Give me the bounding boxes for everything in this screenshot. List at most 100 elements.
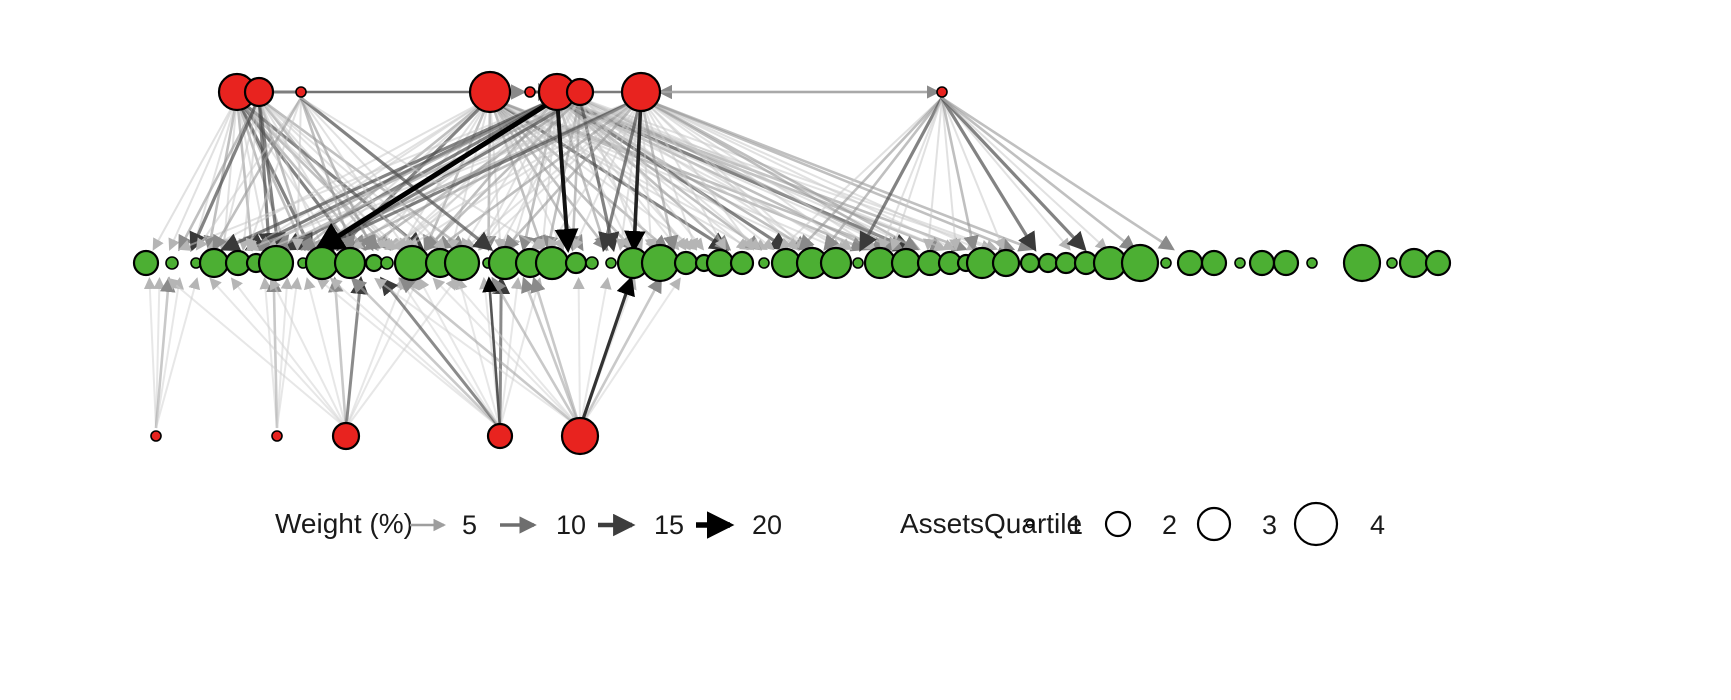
graph-edge — [345, 277, 420, 429]
graph-edge — [218, 97, 238, 251]
graph-node-middle[interactable] — [443, 244, 481, 282]
graph-node-middle[interactable] — [1200, 249, 1228, 277]
graph-node-middle[interactable] — [364, 253, 384, 273]
graph-node-middle[interactable] — [1019, 252, 1041, 274]
graph-node-middle[interactable] — [1306, 257, 1318, 269]
graph-node-middle[interactable] — [534, 245, 570, 281]
graph-node-middle[interactable] — [819, 246, 853, 280]
graph-edge — [556, 96, 790, 251]
graph-node-top[interactable] — [295, 86, 307, 98]
graph-edge — [350, 277, 501, 429]
graph-node-bottom[interactable] — [271, 430, 283, 442]
graph-edge — [640, 97, 657, 251]
graph-edge — [615, 97, 642, 251]
graph-edge — [300, 96, 494, 251]
graph-node-middle[interactable] — [1176, 249, 1204, 277]
graph-node-middle[interactable] — [1120, 243, 1160, 283]
graph-edge — [579, 97, 921, 251]
graph-node-middle[interactable] — [640, 243, 680, 283]
graph-node-middle[interactable] — [605, 257, 617, 269]
graph-edge — [379, 276, 502, 429]
graph-node-middle[interactable] — [1424, 249, 1452, 277]
graph-node-middle[interactable] — [890, 247, 922, 279]
graph-edge — [941, 96, 1175, 251]
graph-node-bottom[interactable] — [331, 421, 361, 451]
legend-assets-label: 4 — [1370, 510, 1385, 540]
graph-edge — [640, 97, 980, 251]
graph-node-middle[interactable] — [1386, 257, 1398, 269]
graph-node-middle[interactable] — [673, 250, 699, 276]
graph-node-middle[interactable] — [729, 250, 755, 276]
graph-edge — [384, 97, 642, 251]
graph-node-middle[interactable] — [564, 251, 588, 275]
graph-node-middle[interactable] — [380, 256, 394, 270]
edges-layer — [143, 83, 1175, 429]
graph-node-middle[interactable] — [393, 244, 431, 282]
graph-edge — [398, 277, 501, 429]
graph-node-bottom[interactable] — [560, 416, 600, 456]
graph-edge — [276, 277, 302, 429]
graph-node-top[interactable] — [524, 86, 536, 98]
graph-node-middle[interactable] — [165, 256, 179, 270]
graph-node-top[interactable] — [936, 86, 948, 98]
graph-node-middle[interactable] — [1234, 257, 1246, 269]
graph-edge — [555, 97, 610, 252]
graph-edge — [640, 97, 877, 251]
graph-node-middle[interactable] — [770, 247, 802, 279]
graph-edge — [259, 277, 278, 429]
graph-node-middle[interactable] — [852, 257, 864, 269]
legend-assets-circle-1 — [1025, 519, 1035, 529]
graph-edge — [499, 277, 523, 429]
graph-node-middle[interactable] — [304, 245, 340, 281]
legend-weight-label: 20 — [752, 510, 782, 540]
graph-node-middle[interactable] — [333, 246, 367, 280]
graph-node-bottom[interactable] — [150, 430, 162, 442]
graph-edge — [640, 97, 853, 251]
graph-node-middle[interactable] — [863, 246, 897, 280]
graph-edge — [317, 96, 581, 251]
graph-edge — [479, 97, 581, 251]
graph-edge — [255, 96, 558, 251]
graph-node-bottom[interactable] — [486, 422, 514, 450]
graph-edge — [155, 277, 184, 429]
graph-node-middle[interactable] — [758, 257, 770, 269]
graph-node-middle[interactable] — [705, 248, 735, 278]
graph-edge — [640, 97, 699, 251]
graph-edge — [859, 97, 944, 252]
legend-assets-title: AssetsQuartile — [900, 508, 1082, 539]
graph-node-middle[interactable] — [198, 247, 230, 279]
graph-edge — [579, 277, 612, 429]
graph-node-middle[interactable] — [1037, 252, 1059, 274]
graph-edge — [154, 276, 176, 429]
graph-node-middle[interactable] — [1272, 249, 1300, 277]
graph-node-middle[interactable] — [1398, 247, 1430, 279]
graph-edge — [579, 97, 762, 251]
graph-edge — [143, 277, 157, 429]
graph-node-middle[interactable] — [1160, 257, 1172, 269]
graph-edge — [579, 277, 681, 429]
graph-edge — [300, 97, 446, 251]
graph-node-top[interactable] — [243, 76, 275, 108]
graph-edge — [941, 97, 1006, 251]
graph-edge — [328, 276, 348, 429]
graph-edge — [624, 97, 646, 253]
graph-edge — [313, 96, 642, 251]
graph-node-middle[interactable] — [585, 256, 599, 270]
legend-weight-label: 15 — [654, 510, 684, 540]
graph-node-middle[interactable] — [1342, 243, 1382, 283]
graph-node-top[interactable] — [468, 70, 512, 114]
graph-node-middle[interactable] — [1054, 251, 1078, 275]
graph-node-top[interactable] — [565, 77, 595, 107]
graph-node-middle[interactable] — [991, 248, 1021, 278]
graph-node-middle[interactable] — [132, 249, 160, 277]
graph-edge — [572, 277, 585, 429]
graph-edge — [276, 277, 293, 429]
legend-weight-title: Weight (%) — [275, 508, 413, 539]
graph-node-top[interactable] — [620, 71, 662, 113]
graph-node-middle[interactable] — [257, 244, 295, 282]
graph-node-middle[interactable] — [1248, 249, 1276, 277]
